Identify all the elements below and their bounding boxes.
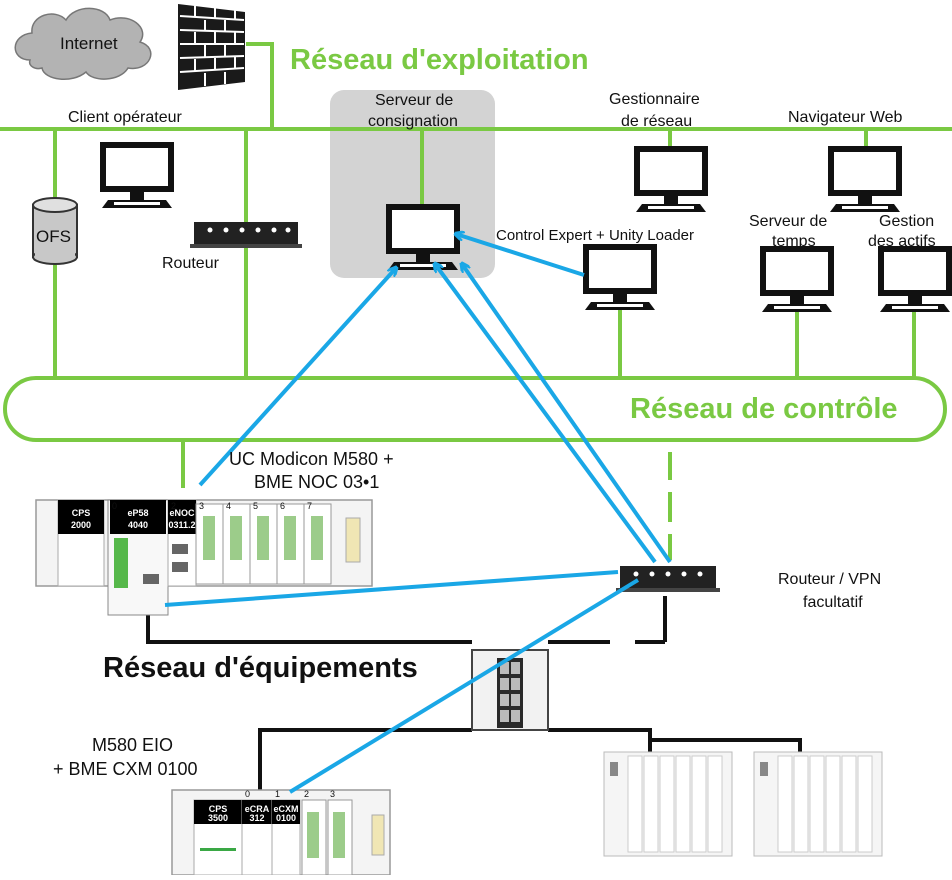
- network-manager-monitor-icon: [634, 146, 708, 212]
- operational-network-lines: [0, 42, 952, 560]
- control-network-ring: [3, 376, 947, 442]
- time-server-label-line2: temps: [772, 233, 816, 250]
- ethernet-switch-icon: [471, 649, 549, 731]
- operator-client-monitor-icon: [100, 142, 174, 208]
- rack-top-module-3-name: eNOC: [169, 508, 195, 518]
- rack-top-slot-6: 6: [280, 501, 285, 511]
- time-server-monitor-icon: [760, 246, 834, 312]
- rack-top-module-2-name: eP58: [127, 508, 148, 518]
- control-expert-label: Control Expert + Unity Loader: [496, 227, 695, 244]
- rack-bottom-module-3-name: eCXM: [273, 804, 298, 814]
- rack-top-module-1-sub: 2000: [71, 520, 91, 530]
- m580-eio-rack: [171, 789, 391, 876]
- web-browser-label: Navigateur Web: [788, 109, 903, 126]
- router-icon: [190, 222, 302, 248]
- eio-label-line2: + BME CXM 0100: [53, 759, 198, 779]
- rack-bottom-module-1-sub: 3500: [208, 813, 228, 823]
- firewall-icon: [178, 4, 245, 90]
- rack-bottom-module-2-name: eCRA: [245, 804, 270, 814]
- asset-management-monitor-icon: [878, 246, 952, 312]
- network-manager-label-line2: de réseau: [621, 113, 693, 130]
- cpu-label-line2: BME NOC 03•1: [254, 472, 380, 492]
- rack-bottom-module-3-sub: 0100: [276, 813, 296, 823]
- log-server-label-line1: Serveur de: [375, 92, 454, 109]
- ofs-storage-icon: [32, 197, 78, 265]
- rack-bottom-module-1-name: CPS: [209, 804, 228, 814]
- asset-management-label-line1: Gestion: [879, 213, 935, 230]
- vpn-router-label-line1: Routeur / VPN: [778, 571, 882, 588]
- io-rack-1: [603, 751, 733, 857]
- internet-cloud: [14, 7, 152, 80]
- rack-top-slot-4: 4: [226, 501, 231, 511]
- cpu-label-line1: UC Modicon M580 +: [229, 449, 394, 469]
- rack-top-module-3-sub: 0311.2: [168, 520, 195, 530]
- rack-top-slot-7: 7: [307, 501, 312, 511]
- rack-top-slot-0: 0: [112, 501, 117, 511]
- vpn-connections: [164, 234, 672, 794]
- eio-label-line1: M580 EIO: [92, 735, 174, 755]
- rack-top-slot-3: 3: [199, 501, 204, 511]
- web-browser-monitor-icon: [828, 146, 902, 212]
- io-rack-2: [753, 751, 883, 857]
- ofs-label: OFS: [36, 227, 71, 246]
- operator-client-label: Client opérateur: [68, 109, 182, 126]
- rack-bottom-module-2-sub: 312: [249, 813, 264, 823]
- rack-bottom-slot-0: 0: [245, 789, 250, 799]
- m580-cpu-rack: [35, 499, 373, 616]
- rack-bottom-slot-3: 3: [330, 789, 335, 799]
- vpn-router-icon: [616, 566, 720, 592]
- asset-management-label-line2: des actifs: [868, 233, 936, 250]
- device-network-title: Réseau d'équipements: [103, 652, 418, 684]
- rack-top-slot-5: 5: [253, 501, 258, 511]
- control-network-title: Réseau de contrôle: [630, 393, 898, 425]
- log-server-label-line2: consignation: [368, 113, 458, 130]
- control-expert-monitor-icon: [583, 244, 657, 310]
- rack-top-module-2-sub: 4040: [128, 520, 148, 530]
- network-manager-label-line1: Gestionnaire: [609, 91, 700, 108]
- rack-top-slot-2: 2: [171, 501, 176, 511]
- vpn-router-label-line2: facultatif: [803, 594, 863, 611]
- time-server-label-line1: Serveur de: [749, 213, 828, 230]
- rack-bottom-slot-1: 1: [275, 789, 280, 799]
- device-network-lines: [146, 596, 802, 800]
- router-label: Routeur: [162, 255, 219, 272]
- operational-network-title: Réseau d'exploitation: [290, 44, 589, 76]
- rack-top-module-1-name: CPS: [72, 508, 91, 518]
- rack-bottom-slot-2: 2: [304, 789, 309, 799]
- internet-label: Internet: [60, 34, 118, 53]
